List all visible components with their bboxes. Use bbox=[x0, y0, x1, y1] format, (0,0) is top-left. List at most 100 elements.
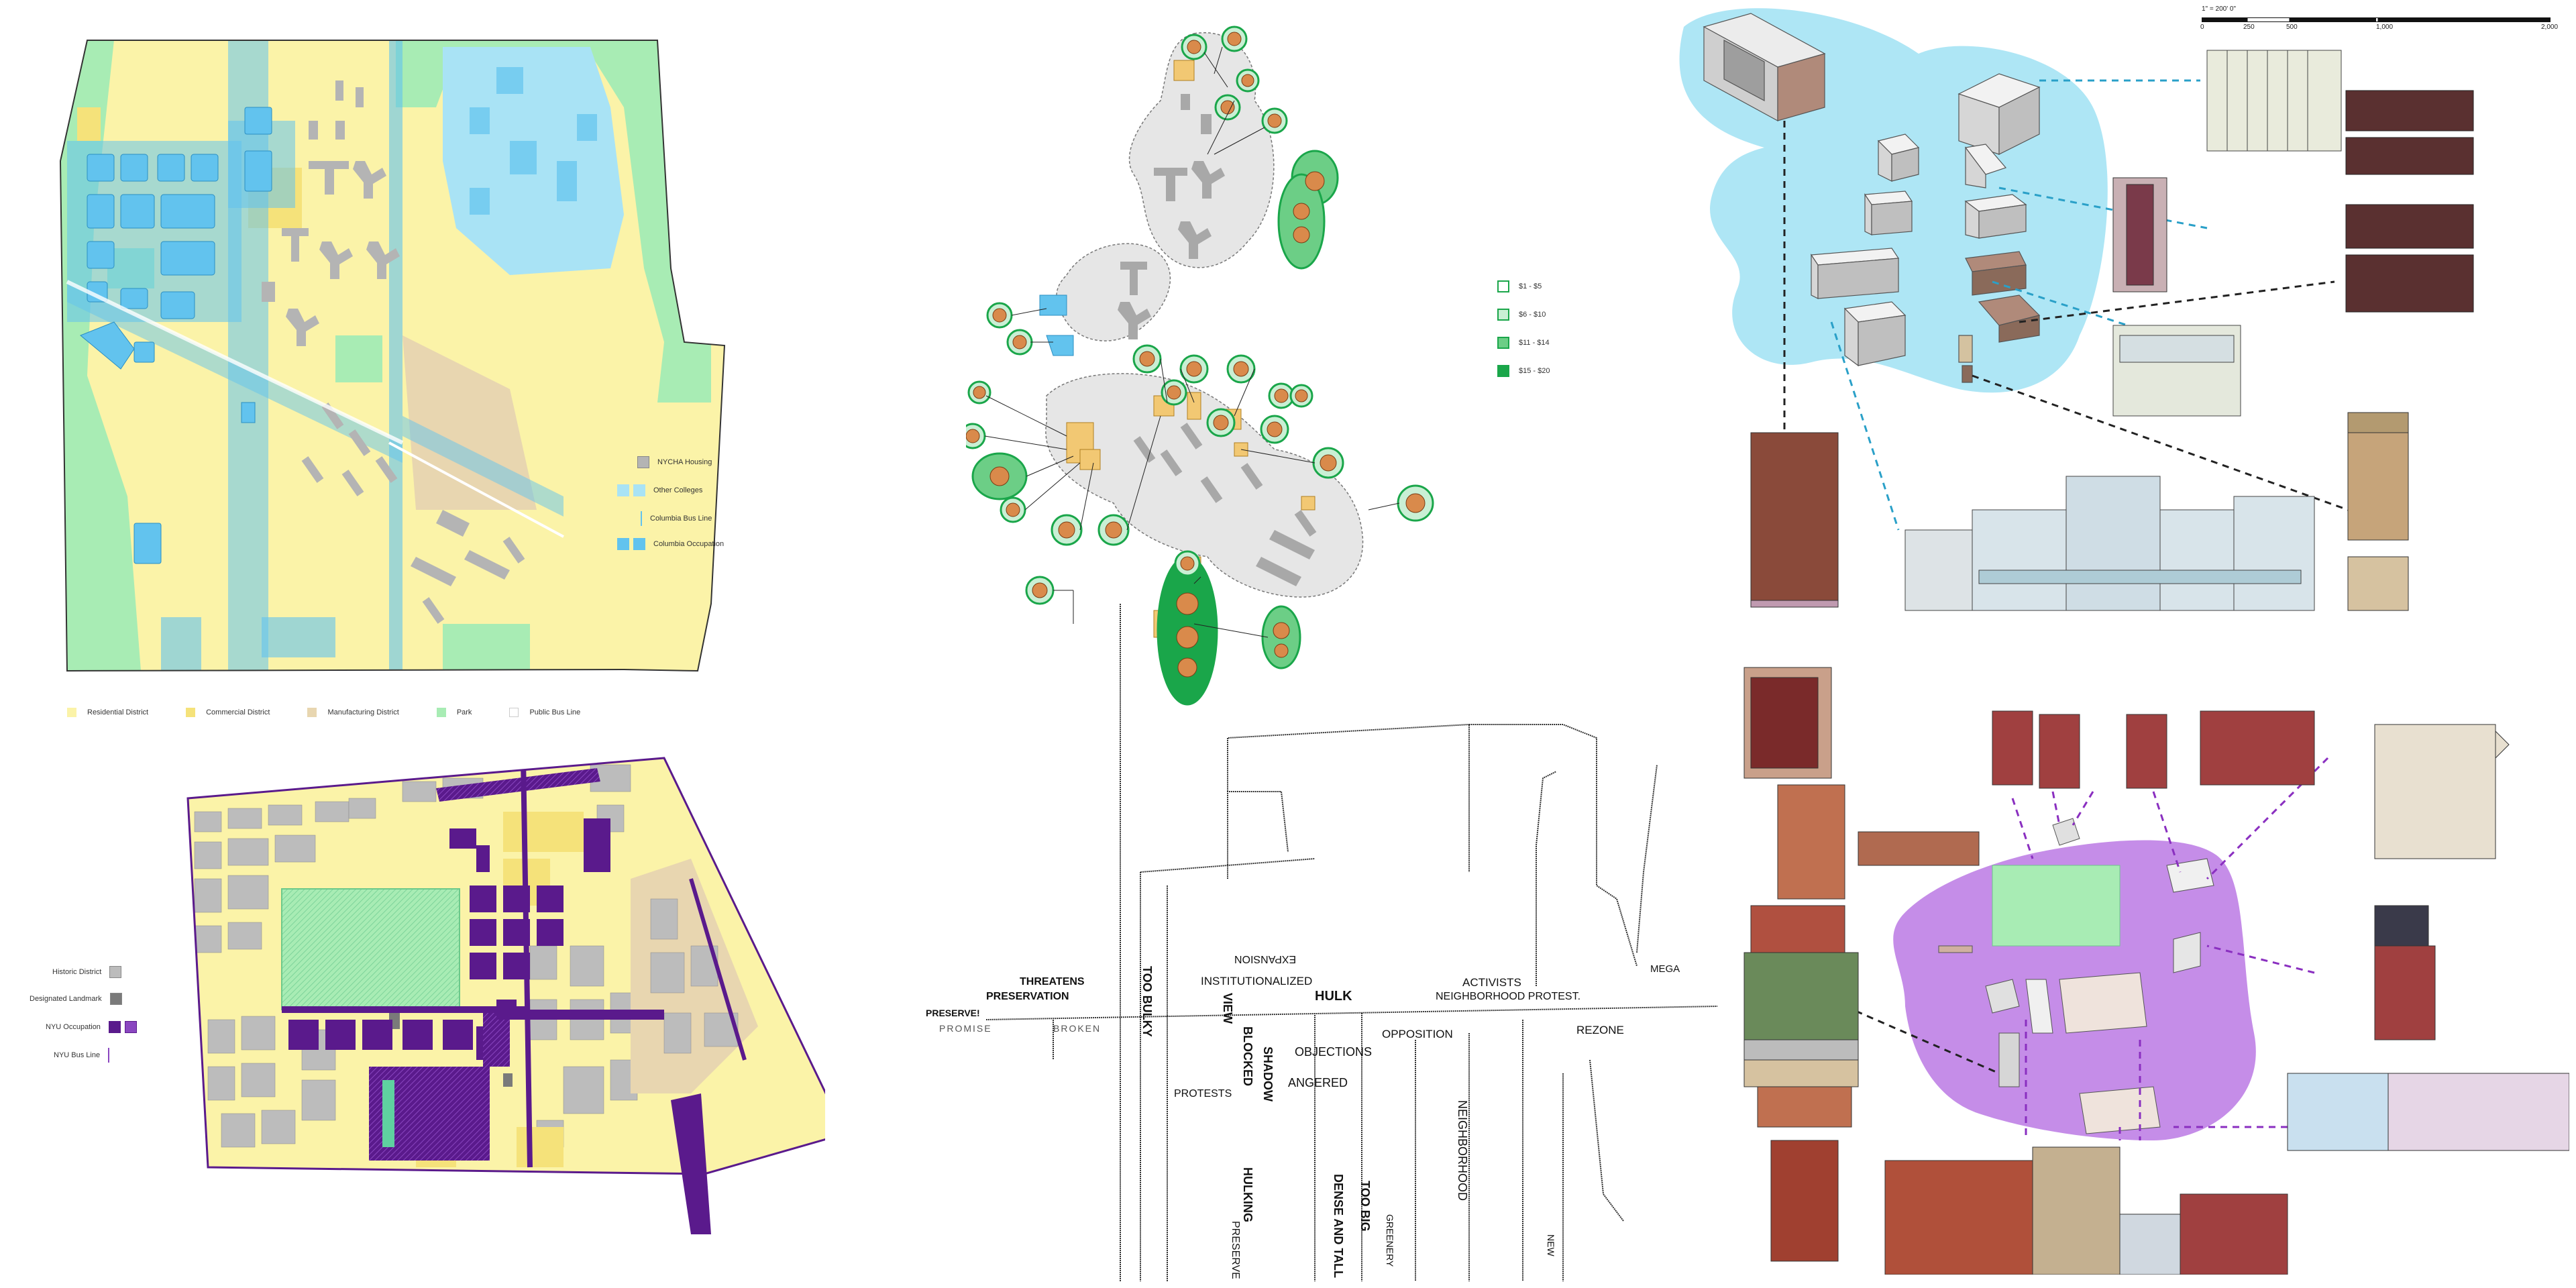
residential-swatch bbox=[67, 708, 76, 717]
scale-tick-250: 250 bbox=[2243, 23, 2255, 31]
nyu-map bbox=[186, 757, 847, 1234]
word-hulking: HULKING bbox=[1241, 1167, 1254, 1222]
price-tier-3: $11 - $14 bbox=[1497, 337, 1550, 349]
zoning-manufacturing-label: Manufacturing District bbox=[327, 708, 399, 716]
word-preserve-exclaim: PRESERVE! bbox=[926, 1008, 980, 1018]
price-tier-4: $15 - $20 bbox=[1497, 365, 1550, 377]
word-too-bulky: TOO BULKY bbox=[1140, 966, 1154, 1037]
price-tier-2: $6 - $10 bbox=[1497, 309, 1550, 321]
nyu-park-rect bbox=[1992, 865, 2121, 947]
zoning-commercial: Commercial District bbox=[186, 708, 270, 717]
nycha-swatch bbox=[637, 456, 649, 468]
price-tier-1-label: $1 - $5 bbox=[1519, 282, 1542, 290]
columbia-map-panel: NYCHA Housing Other Colleges Columbia Bu… bbox=[40, 27, 765, 698]
public-bus-swatch bbox=[509, 708, 519, 717]
word-activists: ACTIVISTS bbox=[1462, 976, 1521, 989]
word-blocked: BLOCKED bbox=[1241, 1026, 1254, 1086]
price-legend: $1 - $5 $6 - $10 $11 - $14 $15 - $20 bbox=[1497, 280, 1550, 377]
word-mega: MEGA bbox=[1650, 963, 1680, 975]
word-objections: OBJECTIONS bbox=[1295, 1045, 1373, 1059]
word-neighborhood: NEIGHBORHOOD bbox=[1456, 1100, 1469, 1201]
zoning-public-bus-label: Public Bus Line bbox=[529, 708, 581, 716]
word-too-big: TOO BIG bbox=[1358, 1181, 1372, 1232]
word-shadow: SHADOW bbox=[1261, 1046, 1275, 1102]
legend-landmark: Designated Landmark bbox=[30, 993, 122, 1005]
legend-historic: Historic District bbox=[52, 966, 122, 978]
bus-line-swatch bbox=[641, 511, 642, 526]
columbia-buildings-panel: 1" = 200' 0" 0 250 500 1,000 2,000 bbox=[1664, 0, 2576, 624]
price-tier-4-label: $15 - $20 bbox=[1519, 367, 1550, 375]
word-opposition: OPPOSITION bbox=[1382, 1028, 1453, 1040]
elevation-grey-2 bbox=[2112, 325, 2241, 417]
nyu-map-panel bbox=[181, 745, 847, 1241]
legend-columbia-occupation: Columbia Occupation bbox=[617, 538, 724, 550]
columbia-swatch-a bbox=[617, 538, 629, 550]
price-tier-3-swatch bbox=[1497, 337, 1509, 349]
word-broken: BROKEN bbox=[1053, 1023, 1102, 1034]
scale-bar: 1" = 200' 0" 0 250 500 1,000 2,000 bbox=[2200, 5, 2563, 32]
word-threatens: THREATENS bbox=[1020, 976, 1085, 987]
manufacturing-swatch bbox=[307, 708, 317, 717]
word-institutionalized: INSTITUTIONALIZED bbox=[1201, 975, 1313, 987]
nyu-bus-line-swatch bbox=[108, 1048, 110, 1063]
price-tier-2-label: $6 - $10 bbox=[1519, 311, 1546, 319]
park-top-right bbox=[396, 40, 711, 402]
nyu-swatch-a bbox=[108, 1021, 121, 1033]
legend-bus-line-label: Columbia Bus Line bbox=[650, 515, 712, 523]
columbia-map bbox=[59, 40, 726, 672]
nyu-buildings-panel bbox=[1737, 657, 2570, 1275]
elevation-long-glass bbox=[1904, 476, 2315, 611]
elevation-brick-tower bbox=[1750, 432, 1839, 608]
word-new: NEW bbox=[1546, 1234, 1556, 1256]
word-protests: PROTESTS bbox=[1174, 1088, 1232, 1099]
elevation-pink-tower bbox=[2112, 177, 2167, 292]
columbia-buildings bbox=[1679, 8, 2474, 611]
scale-bar-graphic bbox=[2202, 17, 2551, 22]
legend-nycha-label: NYCHA Housing bbox=[657, 458, 712, 466]
price-tier-1: $1 - $5 bbox=[1497, 280, 1550, 292]
landmark-swatch bbox=[109, 993, 122, 1005]
historic-swatch bbox=[109, 966, 122, 978]
scale-tick-1000: 1,000 bbox=[2376, 23, 2394, 31]
zoning-park: Park bbox=[436, 708, 472, 717]
food-map-panel bbox=[959, 20, 1462, 731]
price-tier-4-swatch bbox=[1497, 365, 1509, 377]
price-tier-2-swatch bbox=[1497, 309, 1509, 321]
word-preserve: PRESERVE bbox=[1230, 1221, 1241, 1279]
scale-title: 1" = 200' 0" bbox=[2202, 5, 2236, 13]
other-colleges-swatch-a bbox=[617, 484, 629, 496]
word-angered: ANGERED bbox=[1288, 1076, 1348, 1089]
elevation-right-column bbox=[2347, 412, 2409, 611]
commercial-swatch bbox=[186, 708, 196, 717]
zoning-park-label: Park bbox=[456, 708, 472, 716]
nyu-swatch-b bbox=[124, 1021, 137, 1033]
food-map bbox=[959, 25, 1434, 706]
word-greenery: GREENERY bbox=[1385, 1214, 1395, 1267]
washington-square-park bbox=[281, 888, 460, 1010]
word-tree-lines bbox=[985, 604, 1718, 1281]
legend-other-colleges-label: Other Colleges bbox=[653, 486, 703, 494]
legend-other-colleges: Other Colleges bbox=[617, 484, 702, 496]
word-preservation: PRESERVATION bbox=[986, 991, 1069, 1002]
zoning-manufacturing: Manufacturing District bbox=[307, 708, 399, 717]
elevation-grey-1 bbox=[2206, 50, 2342, 152]
legend-nycha: NYCHA Housing bbox=[637, 456, 712, 468]
price-tier-1-swatch bbox=[1497, 280, 1509, 292]
zoning-legend: Residential District Commercial District… bbox=[67, 708, 580, 717]
legend-nyu-occupation: NYU Occupation bbox=[46, 1021, 137, 1033]
zoning-residential: Residential District bbox=[67, 708, 148, 717]
word-expansion: EXPANSION bbox=[1234, 953, 1297, 965]
legend-columbia-occupation-label: Columbia Occupation bbox=[653, 540, 724, 548]
scale-tick-500: 500 bbox=[2286, 23, 2298, 31]
word-dense-and-tall: DENSE AND TALL bbox=[1332, 1174, 1345, 1278]
legend-historic-label: Historic District bbox=[52, 968, 102, 976]
word-promise: PROMISE bbox=[939, 1023, 992, 1034]
columbia-swatch-b bbox=[633, 538, 645, 550]
zoning-public-bus: Public Bus Line bbox=[509, 708, 580, 717]
elevation-brick-top bbox=[2345, 90, 2474, 313]
legend-nyu-bus-line: NYU Bus Line bbox=[54, 1048, 110, 1063]
other-colleges-swatch-b bbox=[633, 484, 645, 496]
word-tree-panel: THREATENS PRESERVATION PRESERVE! PROMISE… bbox=[852, 590, 1737, 1281]
nyu-buildings bbox=[1743, 667, 2570, 1275]
legend-nyu-bus-line-label: NYU Bus Line bbox=[54, 1051, 101, 1059]
